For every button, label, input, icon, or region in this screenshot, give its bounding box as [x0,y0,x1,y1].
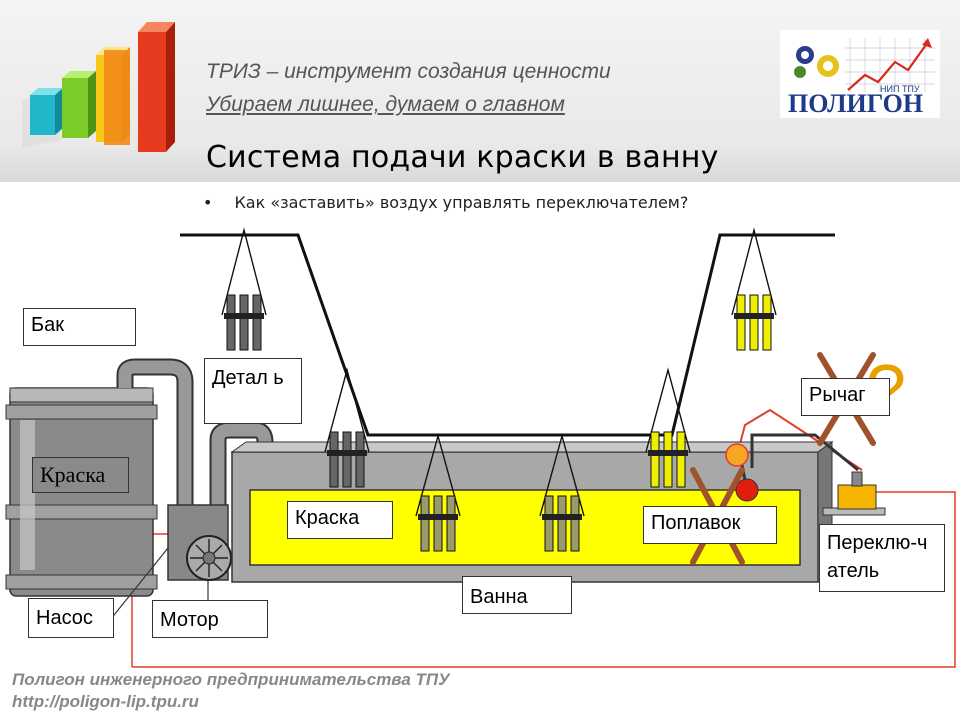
hanging-part [539,433,585,552]
label-switch: Переклю-чатель [819,524,945,592]
bar-chart-logo [22,22,175,152]
footer-line-2: http://poligon-lip.tpu.ru [12,692,199,711]
label-lever: Рычаг [801,378,890,416]
bullet-question: •Как «заставить» воздух управлять перекл… [203,193,689,212]
switch [822,471,886,516]
pipes [116,358,274,520]
label-float: Поплавок [643,506,777,544]
page-title: Система подачи краски в ванну [206,140,719,175]
pump-connector [105,547,169,626]
hanging-part [645,367,691,488]
hanging-part [731,227,777,351]
label-part-text: Детал ь [212,367,284,389]
header-subtitle-1: ТРИЗ – инструмент создания ценности [206,60,611,83]
label-paint-bath: Краска [287,501,393,539]
label-motor: Мотор [152,600,268,638]
conveyor-track [180,233,835,437]
hanging-part [221,227,267,351]
label-bath: Ванна [462,576,572,614]
hanging-part [324,367,370,488]
logo-subtext: НИП ТПУ [880,84,920,94]
float-lever [725,433,859,502]
label-tank: Бак [23,308,136,346]
motor [186,535,232,581]
label-part: Детал ь [204,358,302,424]
hanging-parts [221,227,777,552]
footer-line-1: Полигон инженерного предпринимательства … [12,670,450,689]
hanging-part [415,433,461,552]
logo-text: ПОЛИГОН [788,89,923,118]
poligon-logo [780,30,940,118]
header-subtitle-2: Убираем лишнее, думаем о главном [206,93,565,116]
bullet-text: Как «заставить» воздух управлять переклю… [234,193,689,212]
label-pump: Насос [28,598,114,638]
label-paint-tank: Краска [32,457,129,493]
